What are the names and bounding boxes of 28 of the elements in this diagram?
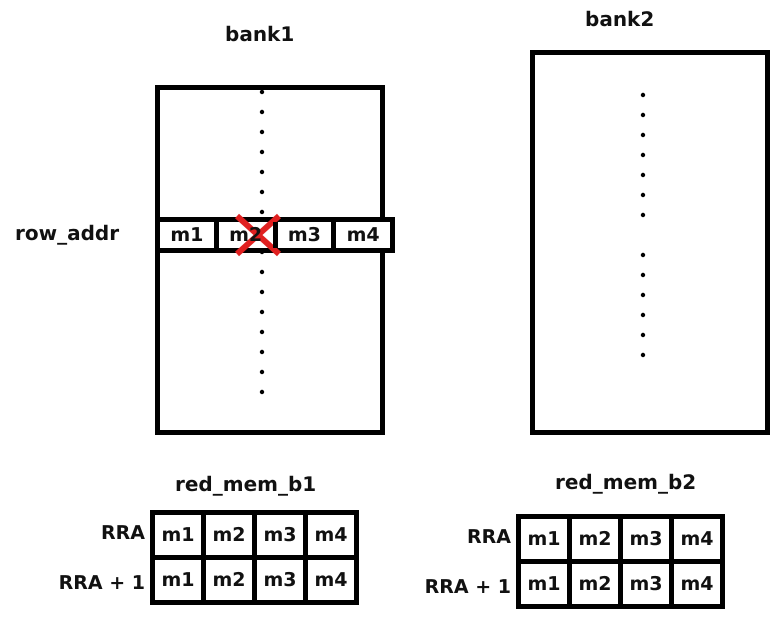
row-label: RRA: [467, 526, 511, 548]
memory-slot: m3: [254, 558, 306, 602]
memory-slot: m4: [306, 558, 356, 602]
memory-slot: m4: [672, 516, 722, 562]
row-label: RRA + 1: [58, 572, 145, 594]
memory-slot: m2: [570, 562, 620, 606]
memory-slot: m4: [306, 512, 356, 558]
memory-slot: m2: [204, 512, 254, 558]
memory-slot: m4: [672, 562, 722, 606]
memory-slot: m3: [620, 562, 672, 606]
memory-slot: m1: [160, 222, 214, 248]
memory-slot: m1: [152, 558, 204, 602]
memory-slot: m1: [518, 516, 570, 562]
bank-title: bank2: [585, 7, 654, 31]
memory-slot: m4: [331, 222, 390, 248]
memory-slot: m3: [254, 512, 306, 558]
memory-slot: m1: [518, 562, 570, 606]
memory-slot: m3: [272, 222, 332, 248]
table-title: red_mem_b1: [175, 472, 316, 496]
row-label: RRA + 1: [424, 576, 511, 598]
memory-slot: m2: [570, 516, 620, 562]
memory-slot: m2: [204, 558, 254, 602]
memory-slot: m1: [152, 512, 204, 558]
row-label: row_addr: [15, 221, 120, 245]
bank-title: bank1: [225, 22, 294, 46]
memory-slot: m3: [620, 516, 672, 562]
table-title: red_mem_b2: [555, 470, 696, 494]
row-label: RRA: [101, 522, 145, 544]
